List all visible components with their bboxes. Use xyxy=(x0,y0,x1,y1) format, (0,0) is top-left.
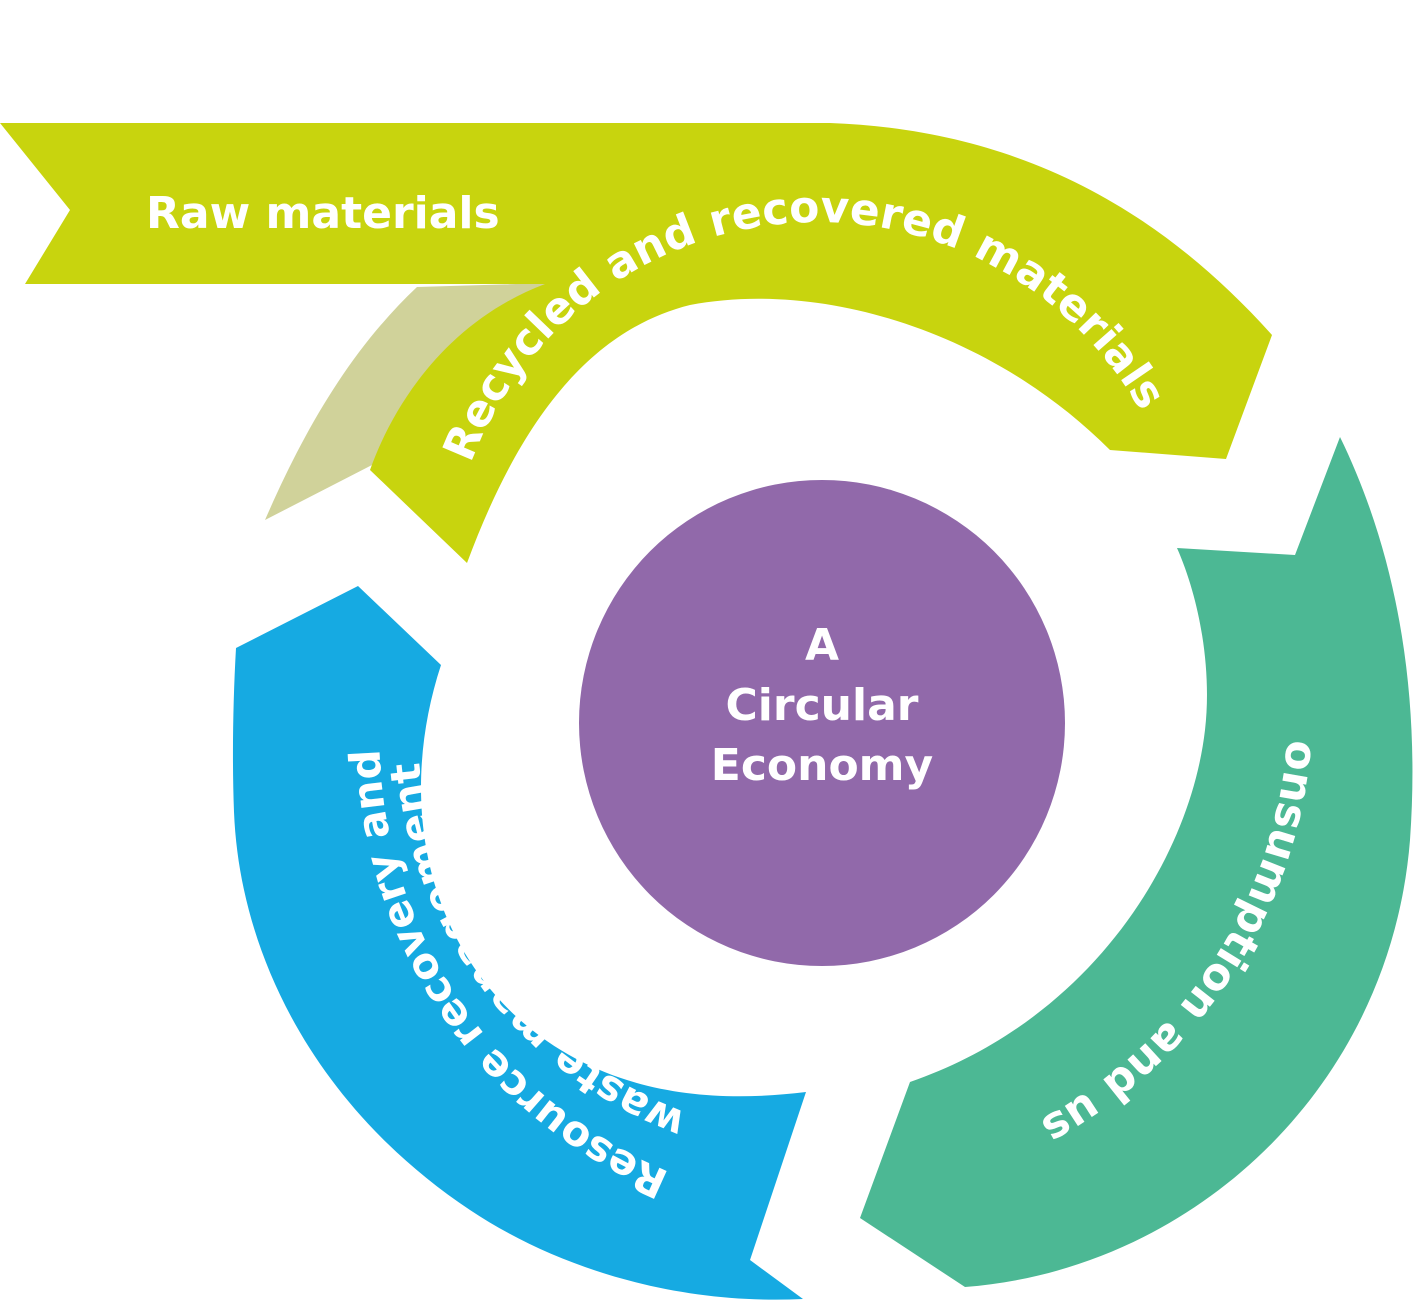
recycled-materials-arrow xyxy=(0,123,1272,563)
consumption-and-use-arrow xyxy=(860,437,1413,1287)
center-label-line1: A xyxy=(805,620,839,671)
resource-recovery-arrow xyxy=(232,586,807,1300)
central-circle xyxy=(579,480,1065,966)
center-label-line2: Circular xyxy=(726,680,919,731)
center-label-line3: Economy xyxy=(711,740,933,791)
raw-materials-label: Raw materials xyxy=(146,188,500,239)
